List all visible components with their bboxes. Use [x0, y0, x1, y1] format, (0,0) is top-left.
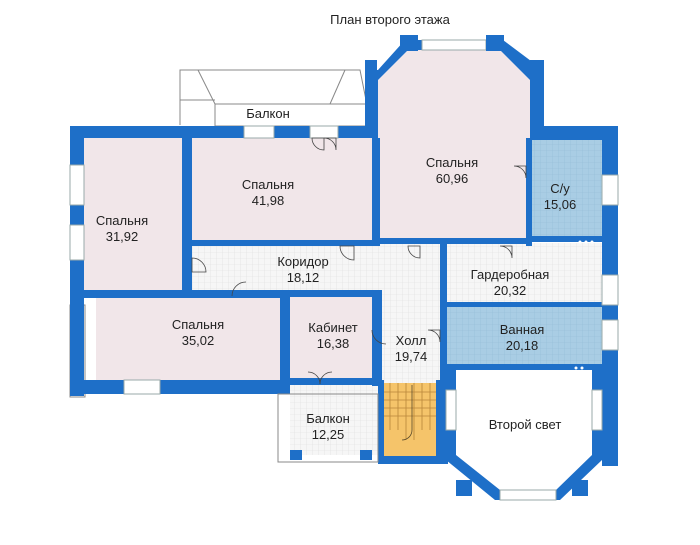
stair-arrow	[401, 385, 413, 441]
room-area: 15,06	[544, 197, 577, 212]
room-name: С/у	[550, 181, 570, 196]
room-area: 12,25	[312, 427, 345, 442]
room-area: 20,18	[506, 338, 539, 353]
bottom-balcony-outline	[277, 393, 379, 463]
room-name: Спальня	[242, 177, 294, 192]
floor-bedroom-top	[190, 138, 375, 243]
room-area: 31,92	[106, 229, 139, 244]
windows	[69, 39, 619, 501]
floor-bedroom-big	[378, 50, 530, 240]
floor-bedroom-left	[84, 138, 184, 298]
room-name: Кабинет	[308, 320, 357, 335]
vents	[574, 240, 594, 370]
floor-balcony-bottom	[290, 383, 380, 455]
room-name: Гардеробная	[471, 267, 550, 282]
top-balcony-label: Балкон	[246, 106, 290, 121]
room-labels: Спальня 31,92 Спальня 41,98 Спальня 60,9…	[96, 155, 576, 442]
room-area: 35,02	[182, 333, 215, 348]
floor-bedroom-bottom	[96, 297, 281, 382]
room-name: Коридор	[277, 254, 328, 269]
room-area: 19,74	[395, 349, 428, 364]
room-area: 41,98	[252, 193, 285, 208]
walls	[70, 40, 618, 500]
room-area: 18,12	[287, 270, 320, 285]
door-swings	[191, 137, 527, 385]
room-name: Ванная	[500, 322, 545, 337]
room-name: Спальня	[172, 317, 224, 332]
floor-wardrobe	[446, 243, 604, 305]
room-area: 60,96	[436, 171, 469, 186]
floor-bathroom	[446, 305, 604, 367]
top-balcony	[214, 103, 371, 127]
room-area: 20,32	[494, 283, 527, 298]
room-name: Холл	[396, 333, 427, 348]
room-area: 16,38	[317, 336, 350, 351]
floor-study	[290, 297, 375, 381]
room-name: Спальня	[96, 213, 148, 228]
room-name: Второй свет	[489, 417, 562, 432]
room-name: Балкон	[306, 411, 350, 426]
floor-wc	[530, 140, 602, 240]
room-name: Спальня	[426, 155, 478, 170]
window-posts	[290, 35, 588, 496]
plan-title: План второго этажа	[330, 12, 450, 27]
floor-hall	[378, 243, 446, 383]
